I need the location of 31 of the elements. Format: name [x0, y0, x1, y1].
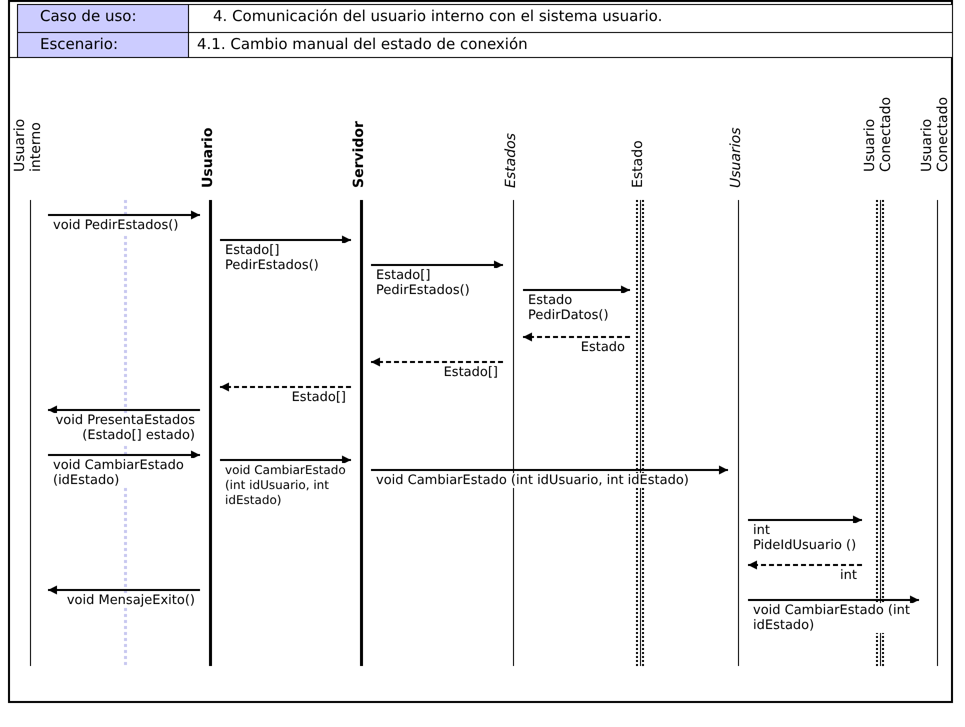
- message-arrow: [371, 260, 503, 270]
- lifeline-title: Usuario Conectado: [919, 96, 952, 172]
- message-arrow: [48, 210, 200, 220]
- message-arrow: [748, 596, 919, 604]
- message-arrow: [523, 286, 630, 294]
- return-arrow: [220, 382, 351, 392]
- return-arrow: [371, 358, 503, 366]
- lifeline-title: Usuario interno: [12, 118, 45, 172]
- message-arrow: [48, 406, 200, 414]
- message-arrow: [748, 516, 862, 524]
- message-arrow: [220, 456, 351, 464]
- lifeline-title: Usuario: [200, 126, 217, 188]
- lifeline-title: Servidor: [351, 120, 368, 188]
- return-arrow: [523, 332, 630, 342]
- lifeline-title: Usuarios: [728, 126, 745, 188]
- lifeline-title: Usuario Conectado: [862, 96, 895, 172]
- row-heading: Escenario:: [17, 32, 189, 58]
- lifeline-title: Estado: [630, 139, 647, 188]
- message-label: Estado[]: [290, 390, 347, 405]
- row-heading: Caso de uso:: [17, 4, 189, 33]
- message-arrow: [371, 466, 728, 474]
- lifeline-title: Estados: [503, 132, 520, 188]
- message-label: Estado[]: [442, 365, 499, 380]
- message-arrow: [48, 450, 200, 460]
- message-label: void CambiarEstado (int idUsuario, int idEstado): [375, 473, 690, 488]
- return-arrow: [748, 560, 862, 570]
- message-label: void PedirEstados(): [52, 218, 180, 233]
- message-arrow: [48, 586, 200, 594]
- row-value: 4. Comunicación del usuario interno con el sistema usuario.: [188, 4, 953, 33]
- message-label: void MensajeExito(): [66, 593, 196, 608]
- message-arrow: [220, 236, 351, 244]
